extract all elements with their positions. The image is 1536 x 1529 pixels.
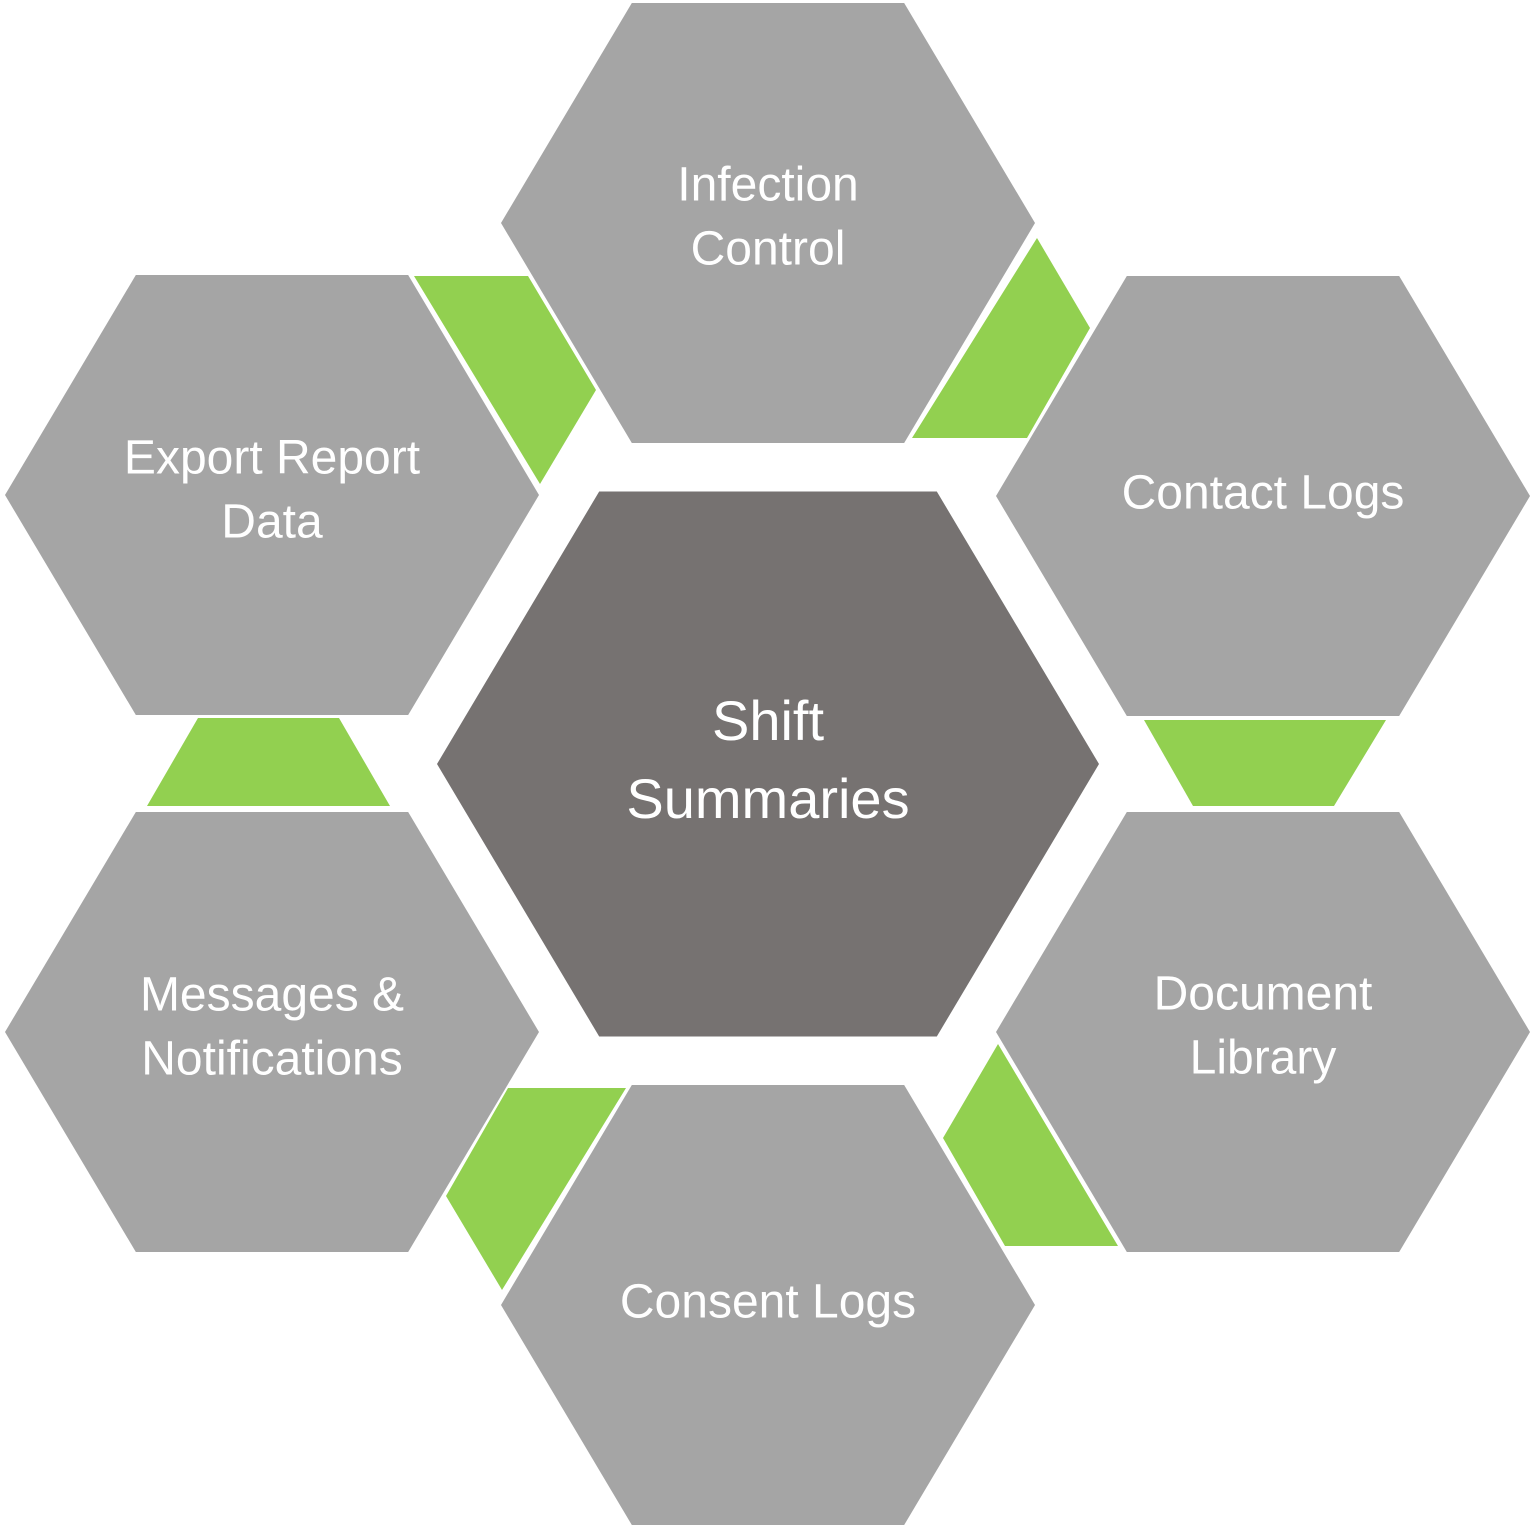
hex-label-line: Contact Logs [1122, 467, 1405, 520]
center-hexagon [437, 491, 1099, 1037]
hex-label-line: Shift [712, 689, 824, 752]
hex-label-line: Data [221, 496, 323, 549]
hex-label-line: Consent Logs [620, 1276, 916, 1329]
connector-contact-logs-to-document-library [1144, 720, 1386, 806]
outer-hexagon [5, 275, 539, 715]
outer-hexagon [996, 812, 1530, 1252]
connector-messages-notifications-to-export-report-data [147, 718, 390, 806]
connector-export-report-data-to-infection-control [414, 276, 596, 484]
hex-label-line: Export Report [124, 432, 420, 485]
hex-label-line: Document [1154, 968, 1373, 1021]
hex-label-line: Messages & [140, 969, 404, 1022]
hex-label-line: Control [691, 223, 846, 276]
hex-contact-logs: Contact Logs [996, 276, 1530, 716]
outer-hexagon [501, 3, 1035, 443]
connector-infection-control-to-contact-logs [912, 238, 1090, 438]
hex-label-line: Infection [677, 159, 858, 212]
connector-consent-logs-to-messages-notifications [446, 1088, 626, 1290]
connectors-layer [147, 238, 1386, 1290]
outer-hexagon [501, 1085, 1035, 1525]
connector-document-library-to-consent-logs [943, 1044, 1118, 1246]
hex-label-line: Notifications [141, 1033, 402, 1086]
outer-hexagon [996, 276, 1530, 716]
outer-hexagon [5, 812, 539, 1252]
hex-label-line: Library [1190, 1032, 1337, 1085]
hex-consent-logs: Consent Logs [501, 1085, 1035, 1525]
hex-label-line: Summaries [626, 767, 909, 830]
hex-messages-notifications: Messages & Notifications [5, 812, 539, 1252]
